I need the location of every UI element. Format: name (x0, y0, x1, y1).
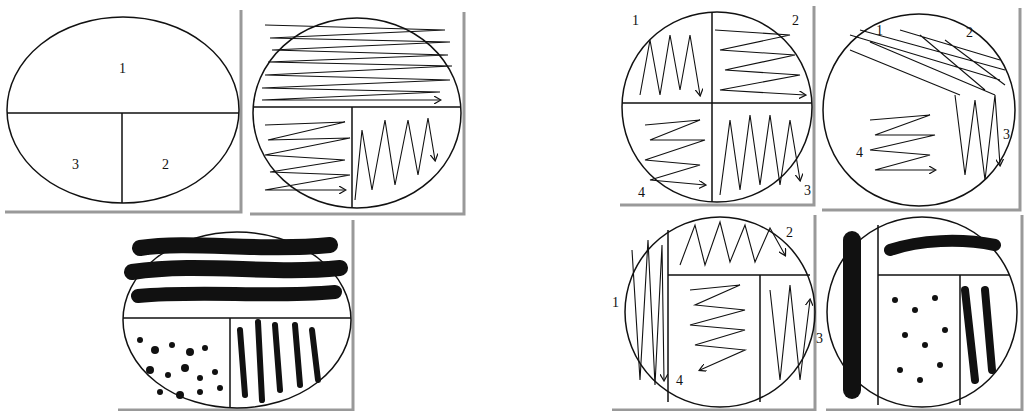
section-number: 1 (119, 62, 126, 76)
section-number: 2 (786, 226, 793, 240)
section-number: 4 (638, 186, 645, 200)
section-number: 3 (1003, 128, 1010, 142)
section-number: 3 (804, 184, 811, 198)
section-number: 2 (792, 14, 799, 28)
section-number: 3 (72, 158, 79, 172)
section-number: 1 (612, 296, 619, 310)
section-number: 2 (162, 158, 169, 172)
section-number: 3 (816, 332, 823, 346)
section-number: 4 (676, 374, 683, 388)
section-number: 1 (632, 14, 639, 28)
section-number: 2 (966, 26, 973, 40)
section-number: 1 (876, 24, 883, 38)
section-number: 4 (856, 146, 863, 160)
